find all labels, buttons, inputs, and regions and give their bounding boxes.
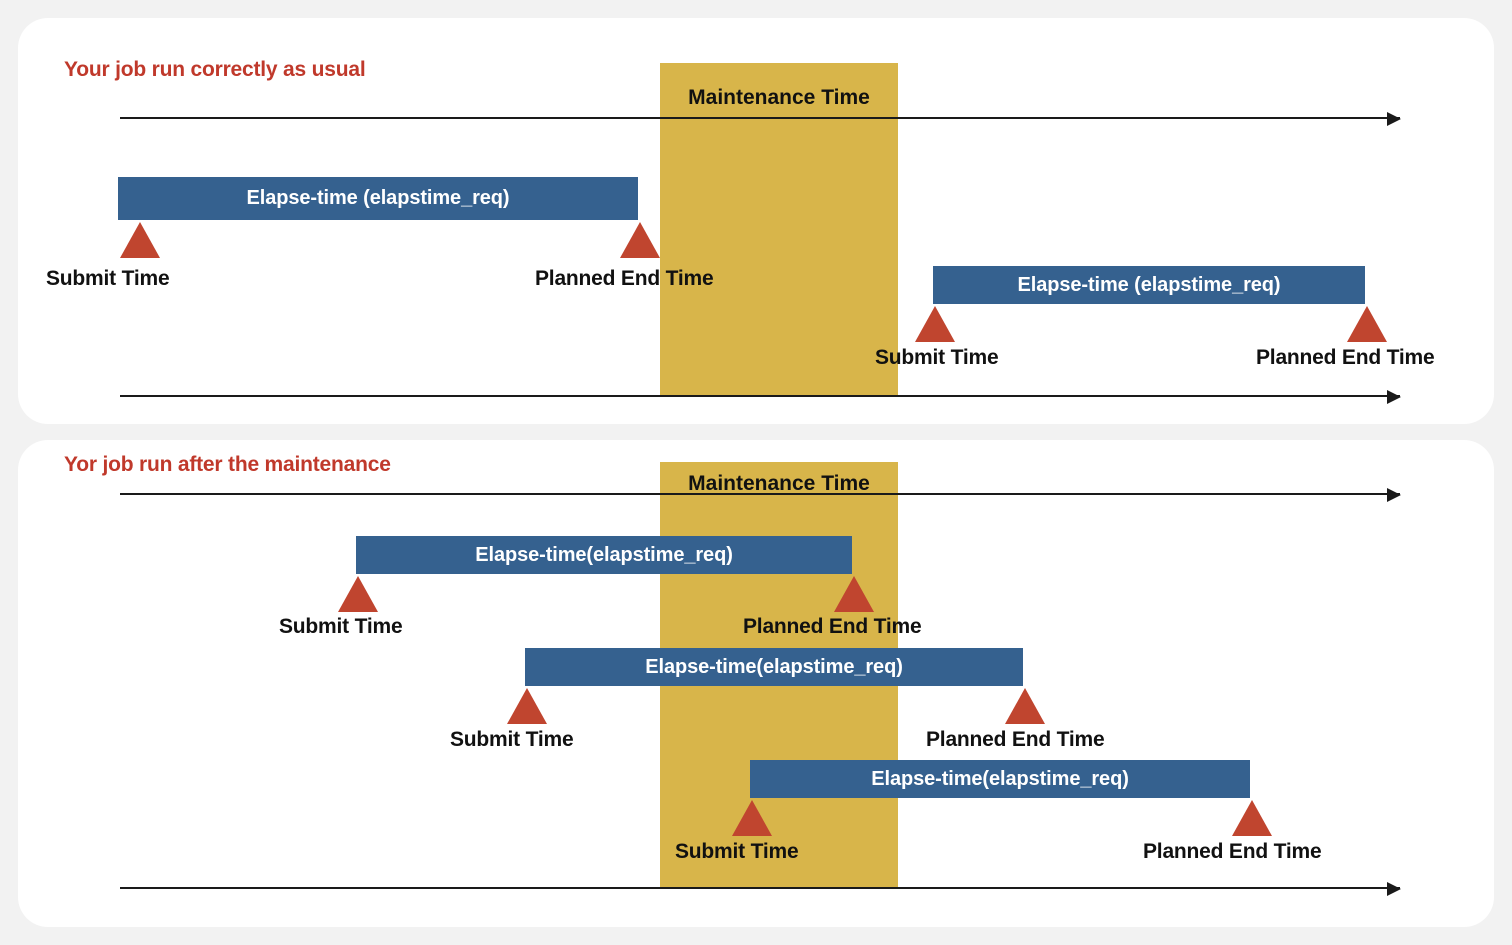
panel-job-runs-normally: Your job run correctly as usual Maintena…	[18, 18, 1494, 424]
timeline-axis-bottom-lower	[120, 882, 1401, 896]
planned-end-time-marker	[1005, 688, 1045, 724]
submit-time-marker	[915, 306, 955, 342]
submit-time-label: Submit Time	[875, 346, 999, 369]
elapse-time-bar: Elapse-time (elapstime_req)	[118, 177, 638, 220]
maintenance-window-band	[660, 63, 898, 396]
submit-time-label: Submit Time	[675, 840, 799, 863]
elapse-time-bar: Elapse-time(elapstime_req)	[356, 536, 852, 574]
planned-end-time-label: Planned End Time	[1256, 346, 1435, 369]
panel-title-top: Your job run correctly as usual	[64, 58, 366, 81]
maintenance-time-label-bottom: Maintenance Time	[688, 472, 870, 495]
timeline-axis-bottom-upper	[120, 488, 1401, 502]
elapse-time-bar: Elapse-time(elapstime_req)	[525, 648, 1023, 686]
planned-end-time-label: Planned End Time	[1143, 840, 1322, 863]
planned-end-time-marker	[620, 222, 660, 258]
submit-time-label: Submit Time	[46, 267, 170, 290]
submit-time-label: Submit Time	[450, 728, 574, 751]
planned-end-time-marker	[1232, 800, 1272, 836]
panel-job-runs-after-maintenance: Yor job run after the maintenance Mainte…	[18, 440, 1494, 927]
panel-title-bottom: Yor job run after the maintenance	[64, 453, 391, 476]
submit-time-marker	[120, 222, 160, 258]
planned-end-time-marker	[834, 576, 874, 612]
maintenance-time-label-top: Maintenance Time	[688, 86, 870, 109]
submit-time-marker	[507, 688, 547, 724]
submit-time-marker	[732, 800, 772, 836]
planned-end-time-label: Planned End Time	[926, 728, 1105, 751]
elapse-time-bar: Elapse-time(elapstime_req)	[750, 760, 1250, 798]
planned-end-time-label: Planned End Time	[743, 615, 922, 638]
timeline-axis-top-lower	[120, 390, 1401, 404]
submit-time-marker	[338, 576, 378, 612]
elapse-time-bar: Elapse-time (elapstime_req)	[933, 266, 1365, 304]
submit-time-label: Submit Time	[279, 615, 403, 638]
planned-end-time-label: Planned End Time	[535, 267, 714, 290]
planned-end-time-marker	[1347, 306, 1387, 342]
timeline-axis-top-upper	[120, 112, 1401, 126]
